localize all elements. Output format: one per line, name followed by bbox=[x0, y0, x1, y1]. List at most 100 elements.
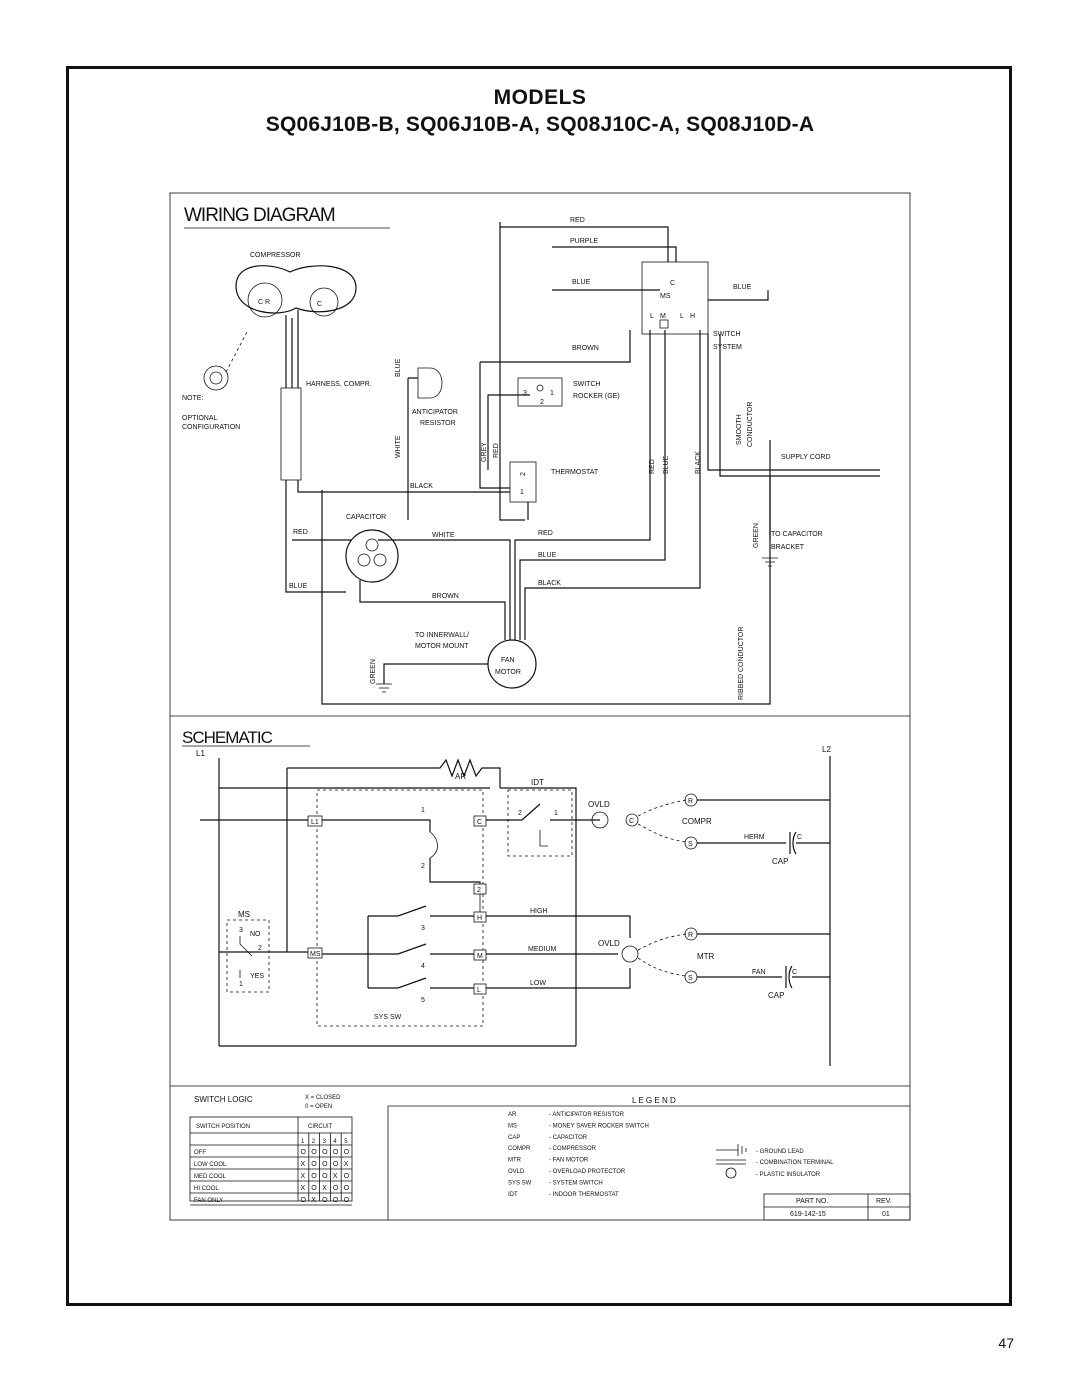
schematic-l2: L2 bbox=[822, 745, 831, 754]
ribbed-conductor-label: RIBBED CONDUCTOR bbox=[738, 627, 745, 700]
schematic-ms: MS bbox=[238, 910, 250, 919]
circuit-state: O bbox=[322, 1173, 328, 1180]
schematic-mtr: MTR bbox=[697, 952, 715, 961]
circuit-state: O bbox=[311, 1161, 317, 1168]
switch-position-name: MED COOL bbox=[194, 1174, 227, 1180]
svg-text:L1: L1 bbox=[311, 819, 319, 826]
circuit-state: X bbox=[344, 1161, 349, 1168]
schematic-sys-sw: SYS SW bbox=[374, 1014, 402, 1021]
rev-value: 01 bbox=[882, 1211, 890, 1218]
overload-compr-icon bbox=[591, 811, 609, 829]
circuit-number: 4 bbox=[333, 1139, 337, 1145]
legend-description: - ANTICIPATOR RESISTOR bbox=[549, 1112, 625, 1118]
legend-description: - CAPACITOR bbox=[549, 1135, 588, 1141]
harness-label: HARNESS, COMPR. bbox=[306, 381, 372, 388]
svg-text:2: 2 bbox=[477, 887, 481, 894]
svg-text:2: 2 bbox=[540, 399, 544, 406]
svg-text:C: C bbox=[317, 301, 322, 308]
rocker-ge-label: ROCKER (GE) bbox=[573, 393, 620, 400]
svg-text:R: R bbox=[688, 932, 693, 939]
switch-position-name: OFF bbox=[194, 1150, 206, 1156]
circuit-state: X bbox=[301, 1185, 306, 1192]
svg-text:L: L bbox=[650, 313, 654, 320]
schematic-ovld-mtr: OVLD bbox=[598, 939, 620, 948]
overload-mtr-icon bbox=[621, 945, 639, 963]
schematic-high: HIGH bbox=[530, 908, 548, 915]
svg-text:M: M bbox=[660, 313, 666, 320]
ground-symbol-fan bbox=[376, 683, 392, 693]
fan-motor: FAN MOTOR bbox=[487, 639, 537, 689]
circuit-state: O bbox=[333, 1161, 339, 1168]
legend-code: MTR bbox=[508, 1158, 522, 1164]
legend-description: - COMPRESSOR bbox=[549, 1146, 597, 1152]
rocker-switch: 3 1 2 bbox=[517, 377, 563, 407]
schematic-cap-compr: CAP bbox=[772, 857, 788, 866]
switch-position-name: LOW COOL bbox=[194, 1162, 227, 1168]
part-no-value: 619-142-15 bbox=[790, 1211, 826, 1218]
circuit-state: X bbox=[322, 1185, 327, 1192]
wire-label-purple: PURPLE bbox=[570, 238, 598, 245]
svg-text:FAN: FAN bbox=[501, 657, 515, 664]
legend-title: L E G E N D bbox=[632, 1096, 676, 1105]
resistor-label: RESISTOR bbox=[420, 420, 456, 427]
svg-text:1: 1 bbox=[421, 807, 425, 814]
switch-position-header: SWITCH POSITION bbox=[196, 1124, 250, 1130]
switch-logic: SWITCH LOGIC X = CLOSED 0 = OPEN SWITCH … bbox=[189, 1095, 353, 1206]
svg-text:R: R bbox=[688, 798, 693, 805]
diagram-border bbox=[169, 192, 911, 1221]
wire-label-brown-top: BROWN bbox=[572, 345, 599, 352]
wiring-diagram: WIRING DIAGRAM COMPRESSOR C R C NOTE: OP… bbox=[182, 205, 880, 705]
circuit-state: O bbox=[301, 1149, 307, 1156]
switch-table-border bbox=[189, 1116, 353, 1202]
svg-text:2: 2 bbox=[421, 863, 425, 870]
svg-text:MS: MS bbox=[310, 951, 321, 958]
ground-symbol-supply bbox=[762, 557, 778, 567]
wire-label-grey: GREY bbox=[481, 442, 488, 462]
wire-label-green-fan: GREEN bbox=[370, 659, 377, 684]
conductor-label: CONDUCTOR bbox=[747, 402, 754, 447]
wire-label-red-top: RED bbox=[570, 217, 585, 224]
svg-text:3: 3 bbox=[421, 925, 425, 932]
svg-text:3: 3 bbox=[239, 927, 243, 934]
rocker-switch-label: SWITCH bbox=[573, 381, 601, 388]
svg-text:S: S bbox=[688, 975, 693, 982]
legend-code: OVLD bbox=[508, 1169, 525, 1175]
wire-label-brown-capacitor: BROWN bbox=[432, 593, 459, 600]
circuit-state: O bbox=[333, 1149, 339, 1156]
thermostat: 2 1 bbox=[509, 461, 537, 520]
switch-position-name: FAN ONLY bbox=[194, 1198, 223, 1204]
circuit-state: O bbox=[301, 1197, 307, 1204]
bracket-label: BRACKET bbox=[771, 544, 805, 551]
svg-text:YES: YES bbox=[250, 973, 264, 980]
svg-text:NO: NO bbox=[250, 931, 261, 938]
optional-label: OPTIONAL bbox=[182, 415, 218, 422]
motormount-label: MOTOR MOUNT bbox=[415, 643, 469, 650]
legend-code: IDT bbox=[508, 1192, 518, 1198]
switch-logic-closed: X = CLOSED bbox=[305, 1095, 341, 1101]
svg-text:MOTOR: MOTOR bbox=[495, 669, 521, 676]
to-capacitor-label: TO CAPACITOR bbox=[771, 531, 823, 538]
capacitor-label: CAPACITOR bbox=[346, 514, 386, 521]
legend-code: MS bbox=[508, 1123, 517, 1129]
circuit-header: CIRCUIT bbox=[308, 1124, 333, 1130]
switch-position-name: HI COOL bbox=[194, 1186, 219, 1192]
switch-logic-open: 0 = OPEN bbox=[305, 1104, 332, 1110]
circuit-state: O bbox=[333, 1185, 339, 1192]
ground-lead-label: - GROUND LEAD bbox=[756, 1149, 804, 1155]
circuit-state: O bbox=[322, 1161, 328, 1168]
svg-text:C: C bbox=[797, 834, 802, 841]
part-no-label: PART NO. bbox=[796, 1198, 828, 1205]
models-heading: MODELS bbox=[493, 86, 587, 109]
legend-description: - INDOOR THERMOSTAT bbox=[549, 1192, 619, 1198]
configuration-label: CONFIGURATION bbox=[182, 424, 240, 431]
wire-label-red-thermostat: RED bbox=[493, 443, 500, 458]
schematic-ovld-compr: OVLD bbox=[588, 800, 610, 809]
supply-cord-label: SUPPLY CORD bbox=[781, 454, 831, 461]
svg-text:C: C bbox=[670, 280, 675, 287]
circuit-state: O bbox=[322, 1149, 328, 1156]
wire-label-blue-capacitor: BLUE bbox=[289, 583, 308, 590]
legend-description: - OVERLOAD PROTECTOR bbox=[549, 1169, 626, 1175]
svg-text:2: 2 bbox=[258, 945, 262, 952]
svg-text:H: H bbox=[477, 915, 482, 922]
circuit-state: O bbox=[311, 1173, 317, 1180]
